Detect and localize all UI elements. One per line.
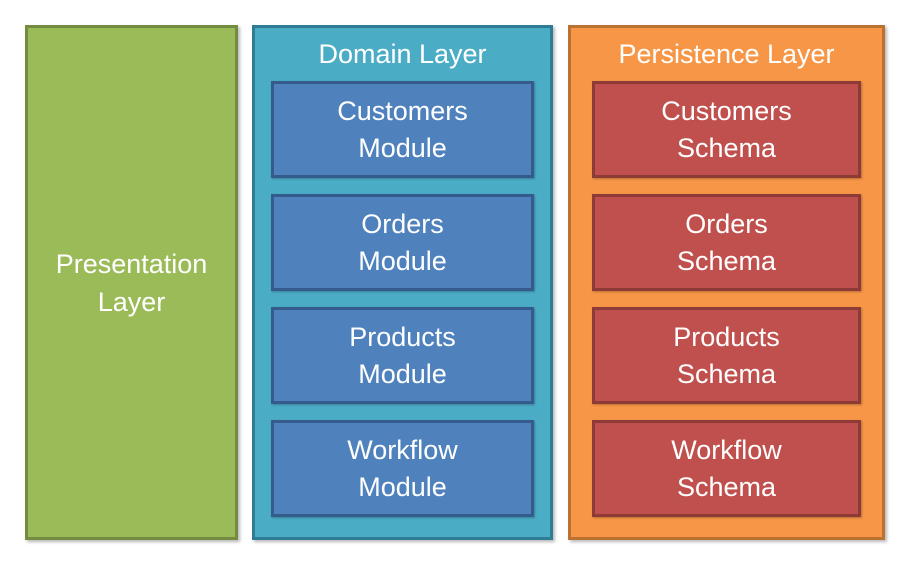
persistence-layer-box: Persistence Layer Customers Schema Order…: [568, 25, 885, 540]
persistence-layer-title: Persistence Layer: [618, 39, 835, 69]
domain-layer-box: Domain Layer Customers Module Orders Mod…: [252, 25, 553, 540]
orders-schema-box: Orders Schema: [592, 194, 861, 291]
products-module-box: Products Module: [271, 307, 534, 404]
persistence-schema-stack: Customers Schema Orders Schema Products …: [592, 81, 861, 517]
customers-module-box: Customers Module: [271, 81, 534, 178]
domain-layer-title: Domain Layer: [318, 39, 487, 69]
presentation-layer-box: Presentation Layer: [25, 25, 238, 540]
customers-schema-box: Customers Schema: [592, 81, 861, 178]
products-schema-box: Products Schema: [592, 307, 861, 404]
domain-module-stack: Customers Module Orders Module Products …: [271, 81, 534, 517]
workflow-module-box: Workflow Module: [271, 420, 534, 517]
presentation-layer-label: Presentation Layer: [55, 248, 208, 317]
orders-module-box: Orders Module: [271, 194, 534, 291]
workflow-schema-box: Workflow Schema: [592, 420, 861, 517]
